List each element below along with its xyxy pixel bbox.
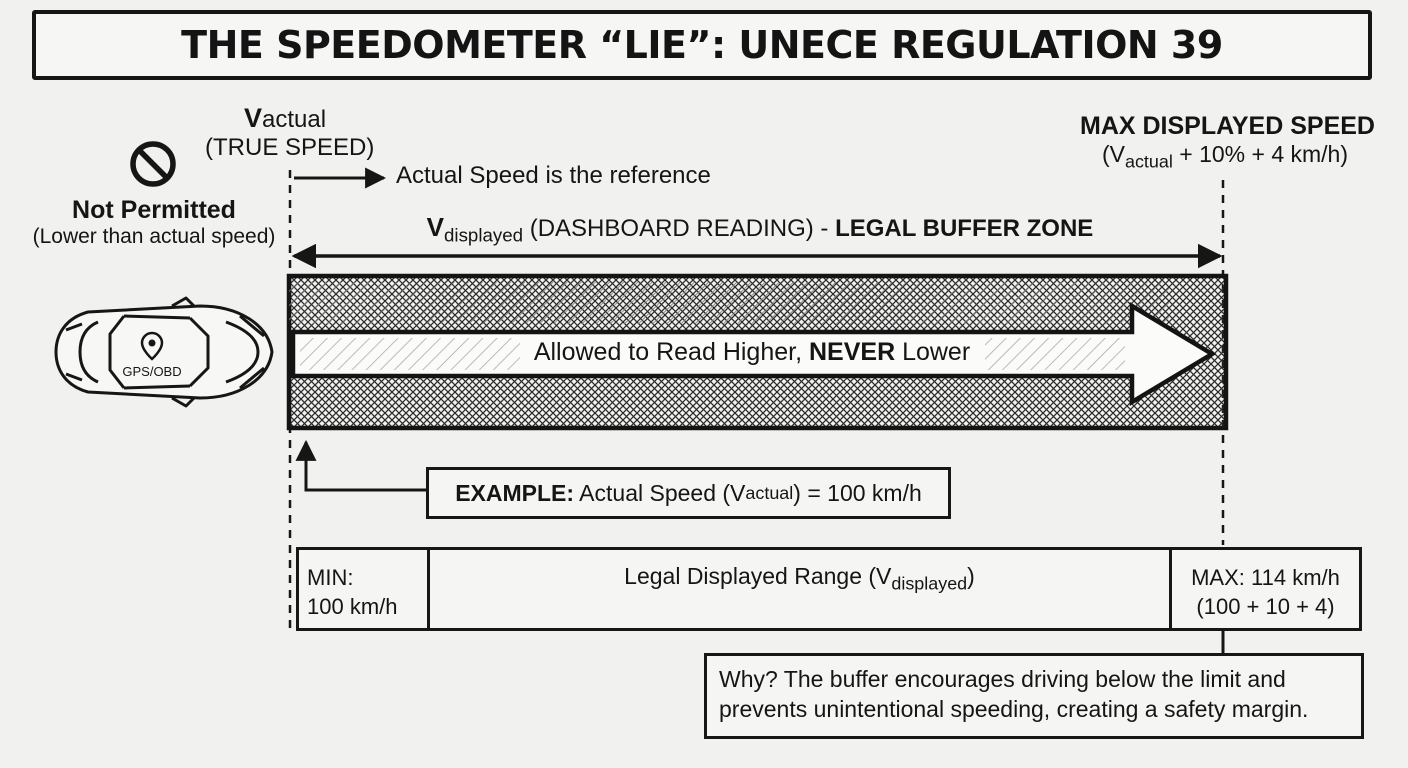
v-actual-symbol: V xyxy=(243,103,262,133)
range-max-formula: (100 + 10 + 4) xyxy=(1196,593,1335,619)
v-actual-subscript: actual xyxy=(261,106,327,133)
range-min-value: 100 km/h xyxy=(307,593,398,619)
range-min-label: MIN: xyxy=(307,565,354,590)
not-permitted-detail: (Lower than actual speed) xyxy=(32,224,276,248)
example-text-after: ) = 100 km/h xyxy=(793,479,922,506)
max-formula-suffix: + 10% + 4 km/h) xyxy=(1172,140,1348,167)
range-max-cell: MAX: 114 km/h (100 + 10 + 4) xyxy=(1169,550,1359,628)
reference-note: Actual Speed is the reference xyxy=(396,162,711,189)
max-formula-subscript: actual xyxy=(1124,151,1173,172)
v-actual-label: Vactual (TRUE SPEED) xyxy=(205,103,375,162)
v-actual-caption: (TRUE SPEED) xyxy=(205,134,375,162)
arrow-caption-emphasis: NEVER xyxy=(808,338,896,366)
buffer-zone-bar xyxy=(286,273,1229,431)
why-box: Why? The buffer encourages driving below… xyxy=(704,653,1364,739)
range-max-label: MAX: 114 km/h xyxy=(1191,565,1340,590)
max-displayed-heading: MAX DISPLAYED SPEED xyxy=(1080,112,1375,140)
buffer-zone-label: Vdisplayed (DASHBOARD READING) - LEGAL B… xyxy=(300,212,1220,246)
page-title: THE SPEEDOMETER “LIE”: UNECE REGULATION … xyxy=(181,23,1223,67)
location-pin-icon xyxy=(140,331,164,361)
buffer-zone-emphasis: LEGAL BUFFER ZONE xyxy=(835,215,1094,242)
buffer-zone-middle: (DASHBOARD READING) - xyxy=(523,215,836,242)
not-permitted-label: Not Permitted (Lower than actual speed) xyxy=(28,196,280,249)
arrow-caption-before: Allowed to Read Higher, xyxy=(533,338,809,366)
allowed-direction-arrow xyxy=(290,302,1217,406)
example-connector-arrow xyxy=(295,439,426,492)
example-label: EXAMPLE: xyxy=(455,479,575,506)
arrow-caption: Allowed to Read Higher, NEVER Lower xyxy=(292,338,1212,367)
why-line-1: Why? The buffer encourages driving below… xyxy=(719,666,1286,692)
max-displayed-formula: (Vactual + 10% + 4 km/h) xyxy=(1080,140,1370,170)
v-displayed-subscript: displayed xyxy=(444,224,524,246)
max-formula-prefix: (V xyxy=(1101,140,1125,167)
arrow-caption-after: Lower xyxy=(895,338,971,366)
range-middle-after: ) xyxy=(967,563,975,589)
range-middle-cell: Legal Displayed Range (Vdisplayed) xyxy=(430,550,1169,628)
v-displayed-symbol: V xyxy=(426,212,445,242)
range-min-cell: MIN: 100 km/h xyxy=(299,550,430,628)
range-middle-subscript: displayed xyxy=(891,573,968,594)
title-banner: THE SPEEDOMETER “LIE”: UNECE REGULATION … xyxy=(32,10,1372,80)
range-middle-before: Legal Displayed Range (V xyxy=(624,563,892,589)
max-displayed-label: MAX DISPLAYED SPEED (Vactual + 10% + 4 k… xyxy=(1080,112,1375,170)
not-permitted-heading: Not Permitted xyxy=(72,196,236,224)
range-table: MIN: 100 km/h Legal Displayed Range (Vdi… xyxy=(296,547,1362,631)
car-icon xyxy=(54,296,274,408)
prohibited-icon xyxy=(130,141,176,187)
car-label: GPS/OBD xyxy=(122,364,181,379)
why-line-2: prevents unintentional speeding, creatin… xyxy=(719,695,1309,722)
example-text-before: Actual Speed (V xyxy=(574,479,746,506)
